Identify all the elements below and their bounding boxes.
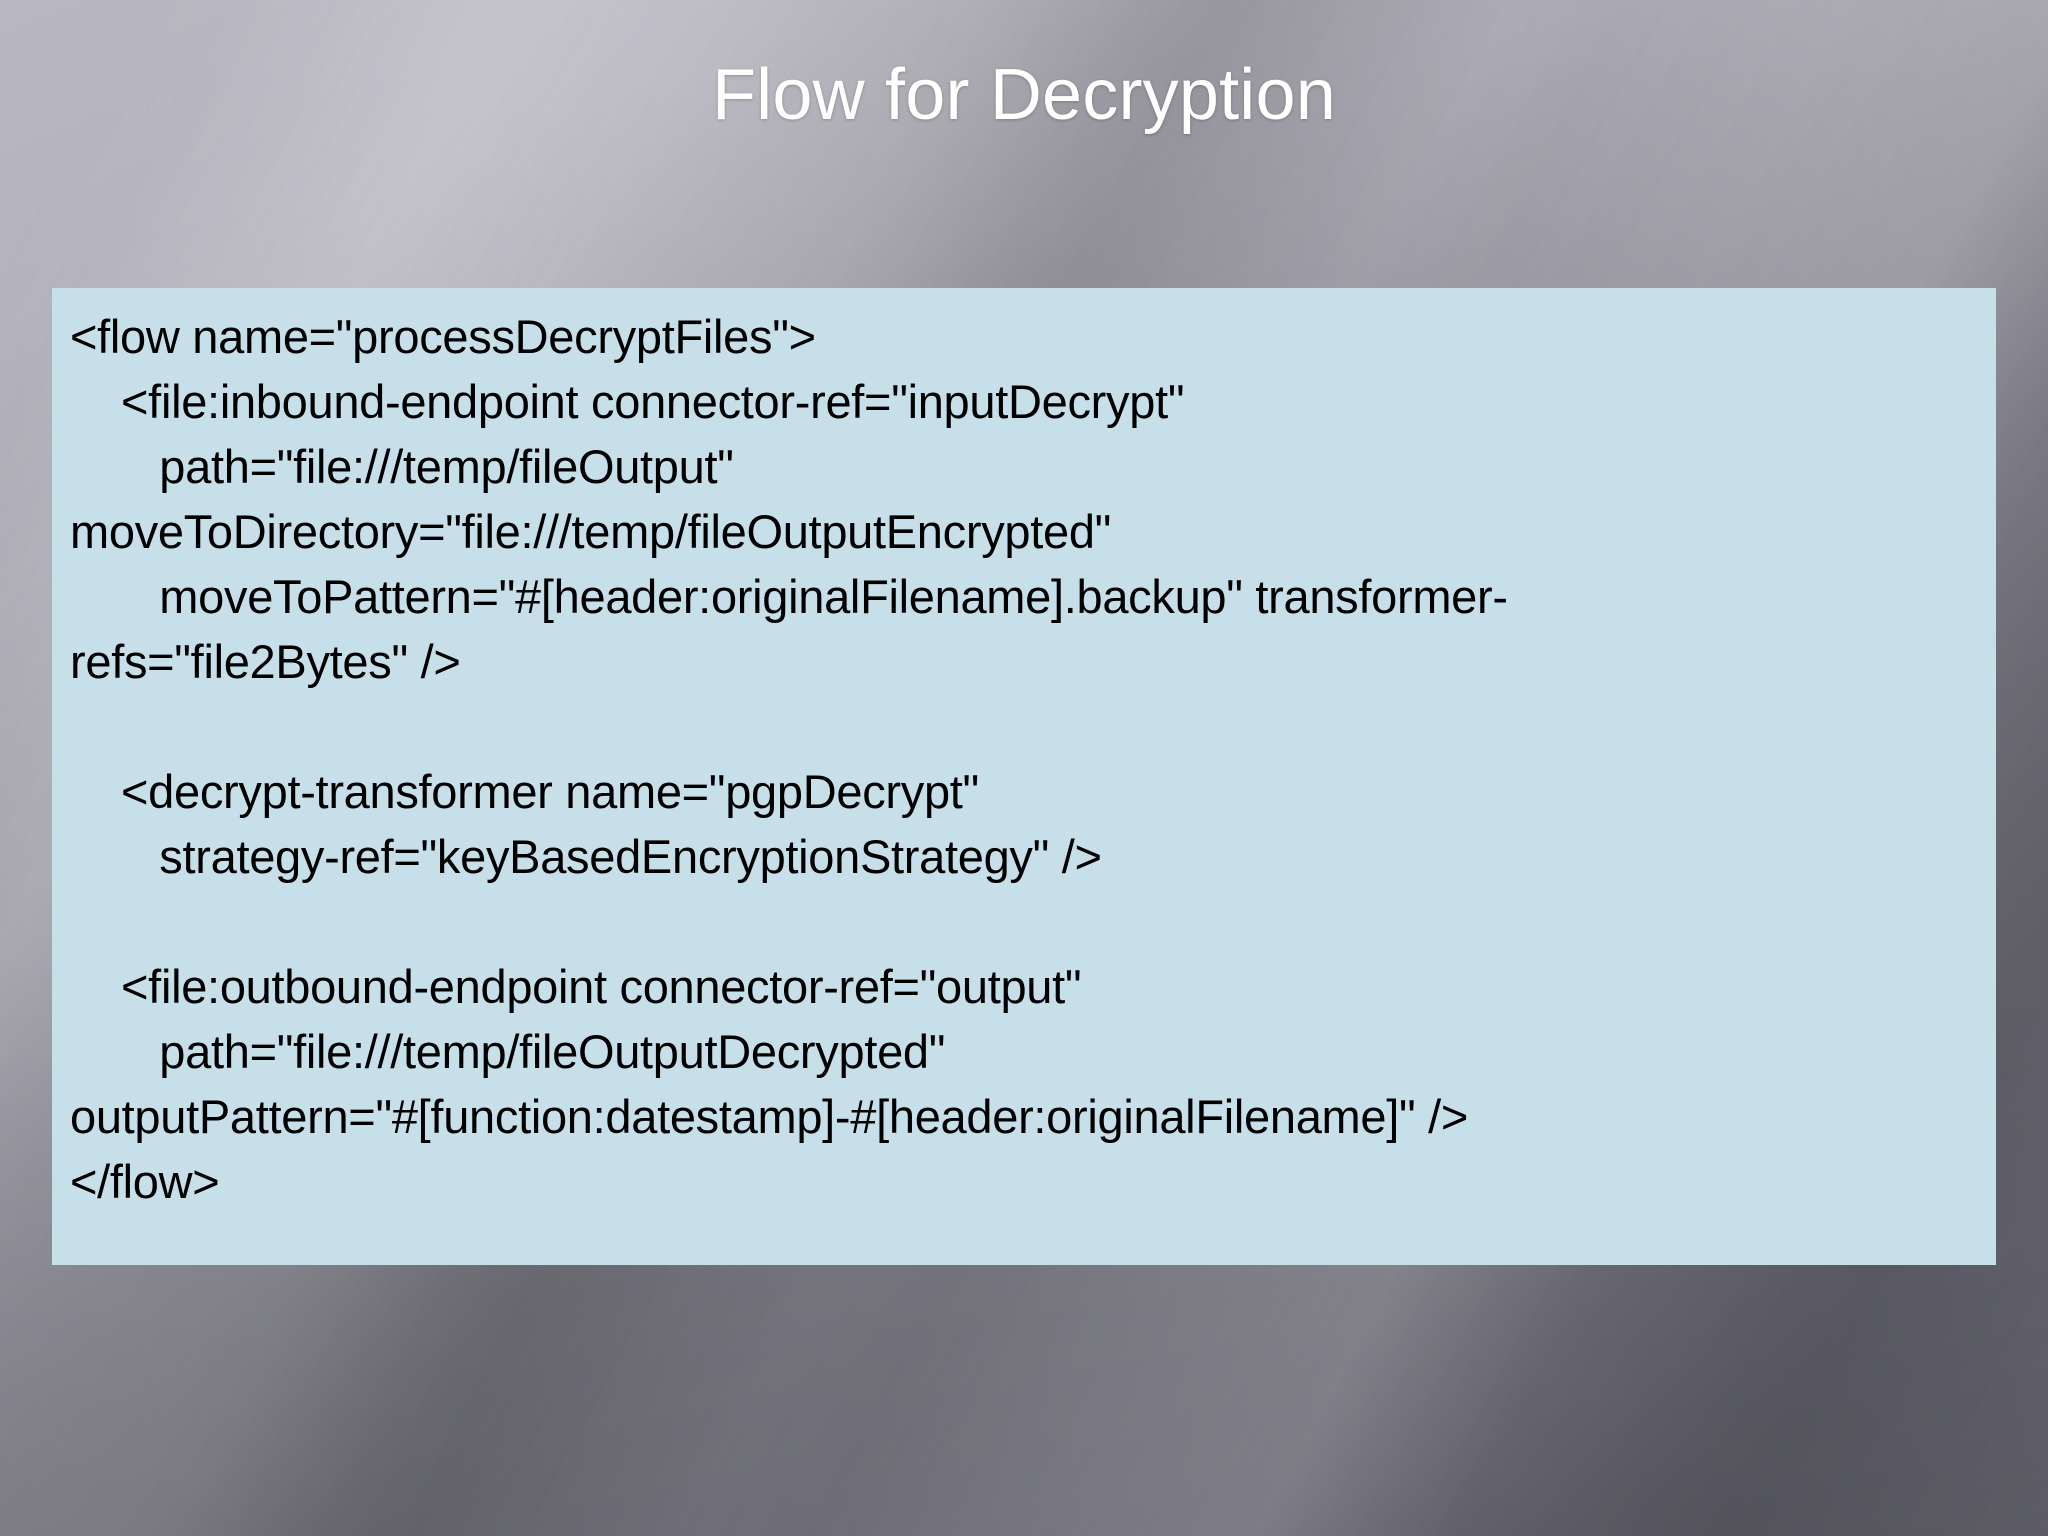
code-line: <decrypt-transformer name="pgpDecrypt": [70, 765, 979, 818]
code-line: <file:inbound-endpoint connector-ref="in…: [70, 375, 1185, 428]
code-line: [70, 889, 1978, 954]
code-line: strategy-ref="keyBasedEncryptionStrategy…: [70, 830, 1102, 883]
code-line: moveToPattern="#[header:originalFilename…: [70, 570, 1508, 623]
code-line: moveToDirectory="file:///temp/fileOutput…: [70, 505, 1112, 558]
code-line: <flow name="processDecryptFiles">: [70, 310, 816, 363]
code-line: refs="file2Bytes" />: [70, 635, 461, 688]
code-line: outputPattern="#[function:datestamp]-#[h…: [70, 1090, 1469, 1143]
code-block: <flow name="processDecryptFiles"> <file:…: [70, 304, 1978, 1214]
code-line: [70, 694, 1978, 759]
slide-title: Flow for Decryption: [712, 55, 1336, 135]
code-line: path="file:///temp/fileOutput": [70, 440, 734, 493]
code-line: </flow>: [70, 1155, 220, 1208]
code-line: path="file:///temp/fileOutputDecrypted": [70, 1025, 946, 1078]
code-line: <file:outbound-endpoint connector-ref="o…: [70, 960, 1082, 1013]
code-panel: <flow name="processDecryptFiles"> <file:…: [52, 288, 1996, 1265]
